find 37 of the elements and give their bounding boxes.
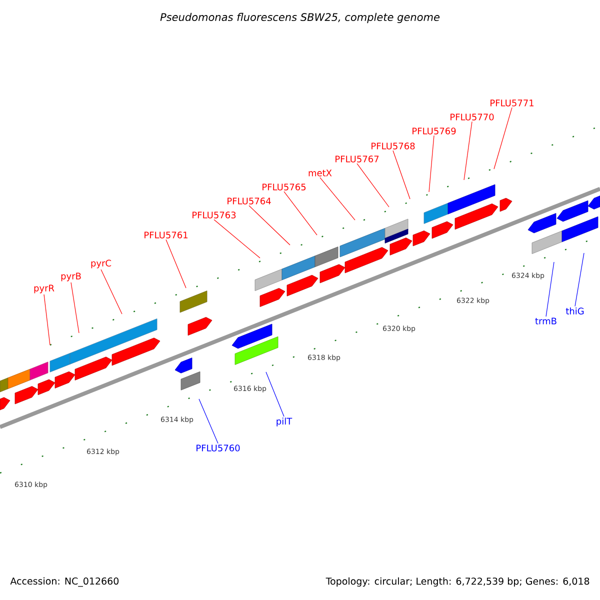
leader-line [214, 219, 260, 258]
gene-label: PFLU5763 [192, 212, 236, 218]
leader-line [464, 121, 472, 180]
gene-label: PFLU5765 [262, 184, 306, 190]
gene-label: metX [308, 170, 332, 176]
leader-line [546, 262, 554, 317]
gene-label: PFLU5768 [372, 142, 415, 150]
accession-text: Accession: NC_012660 [10, 577, 119, 587]
leader-line [284, 191, 318, 236]
leader-line [574, 252, 584, 307]
leader-line [428, 135, 434, 192]
gene-label: pyrR [34, 284, 54, 294]
gene-label: pilT [276, 418, 292, 426]
leader-line [266, 372, 284, 417]
leader-line [320, 177, 356, 220]
leader-line [100, 269, 122, 314]
leader-line [198, 398, 218, 444]
gene-label: PFLU5769 [412, 128, 456, 134]
gene-label: pyrB [61, 272, 81, 282]
gene-label: PFLU5767 [336, 156, 379, 162]
gene-label: PFLU5770 [450, 114, 494, 120]
leader-line [70, 282, 80, 334]
leader-line [392, 150, 410, 200]
gene-label: trmB [535, 318, 556, 324]
leader-line [248, 205, 290, 246]
leader-line [44, 294, 50, 346]
gene-label: pyrC [91, 260, 112, 268]
gene-label: PFLU5771 [490, 100, 534, 106]
genome-info-text: Topology: circular; Length: 6,722,539 bp; Genes: 6,018 [326, 577, 590, 587]
title: Pseudomonas fluorescens SBW25, complete genome [160, 12, 440, 24]
gene-label: PFLU5760 [196, 444, 240, 452]
gene-label: thiG [566, 308, 584, 314]
gene-label: PFLU5764 [228, 198, 271, 204]
leader-line [166, 239, 186, 288]
leader-line [356, 163, 390, 208]
gene-label: PFLU5761 [144, 232, 188, 238]
leader-line [494, 107, 512, 170]
